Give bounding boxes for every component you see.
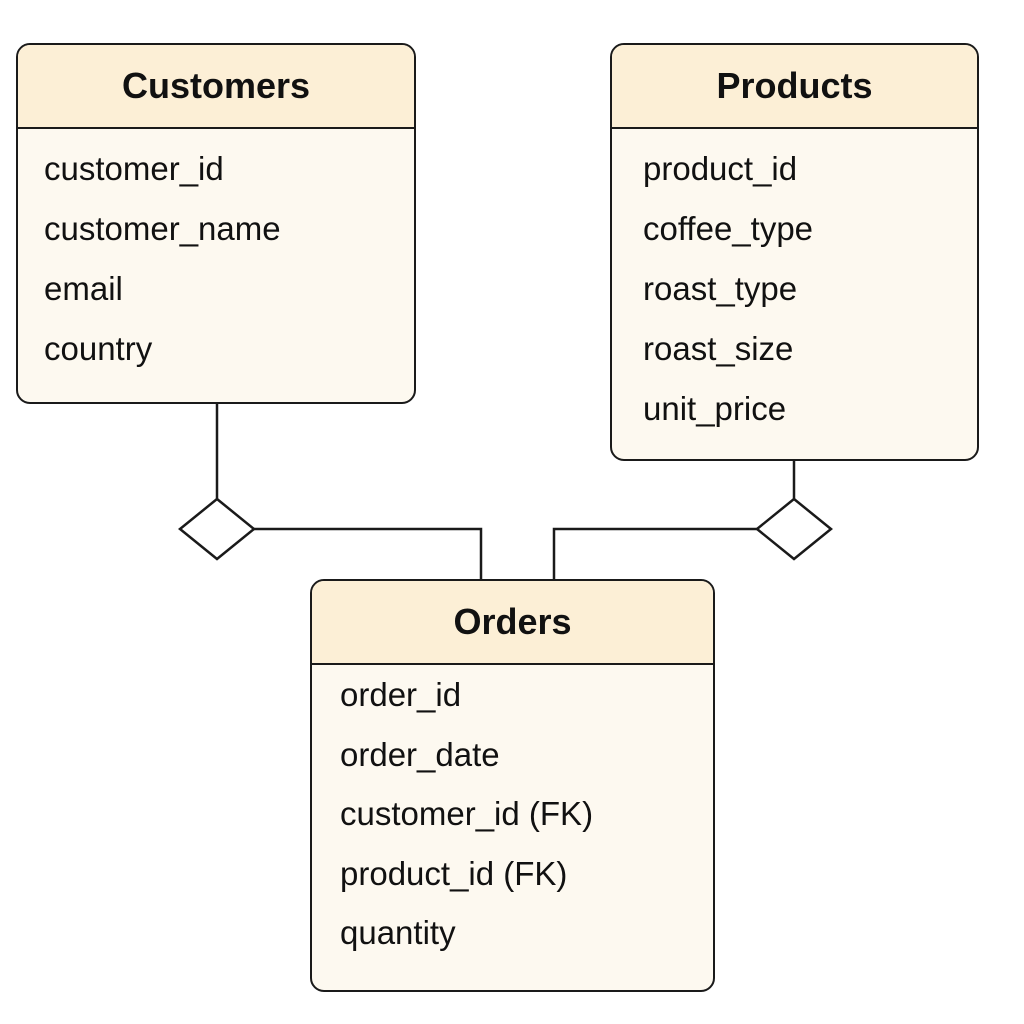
attribute-quantity: quantity [340,914,456,951]
attribute-roast-type: roast_type [643,270,798,307]
orders-title: Orders [312,581,713,665]
attribute-order-id: order_id [340,676,462,713]
attribute-customer-name: customer_name [44,210,281,247]
attribute-customer-id: customer_id [44,150,224,187]
products-attributes: product_id coffee_type roast_type roast_… [612,129,977,439]
attribute-order-date: order_date [340,735,500,773]
attribute-customer-id-fk: customer_id (FK) [340,795,594,832]
customers-orders-connector [215,404,483,579]
customers-orders-diamond [178,497,256,561]
products-title: Products [612,45,977,129]
customers-title: Customers [18,45,414,129]
attribute-coffee-type: coffee_type [643,210,814,247]
orders-entity: Orders order_id order_date customer_id (… [310,579,715,992]
products-entity: Products product_id coffee_type roast_ty… [610,43,979,461]
attribute-unit-price: unit_price [643,390,787,427]
customers-attributes: customer_id customer_name email country [18,129,414,379]
products-orders-connector [552,461,796,579]
attribute-email: email [44,270,123,307]
attribute-product-id: product_id [643,150,798,187]
attribute-roast-size: roast_size [643,330,794,367]
attribute-country: country [44,330,153,367]
products-orders-diamond [755,497,833,561]
customers-entity: Customers customer_id customer_name emai… [16,43,416,404]
attribute-product-id-fk: product_id (FK) [340,854,568,892]
orders-attributes: order_id order_date customer_id (FK) pro… [312,665,713,963]
